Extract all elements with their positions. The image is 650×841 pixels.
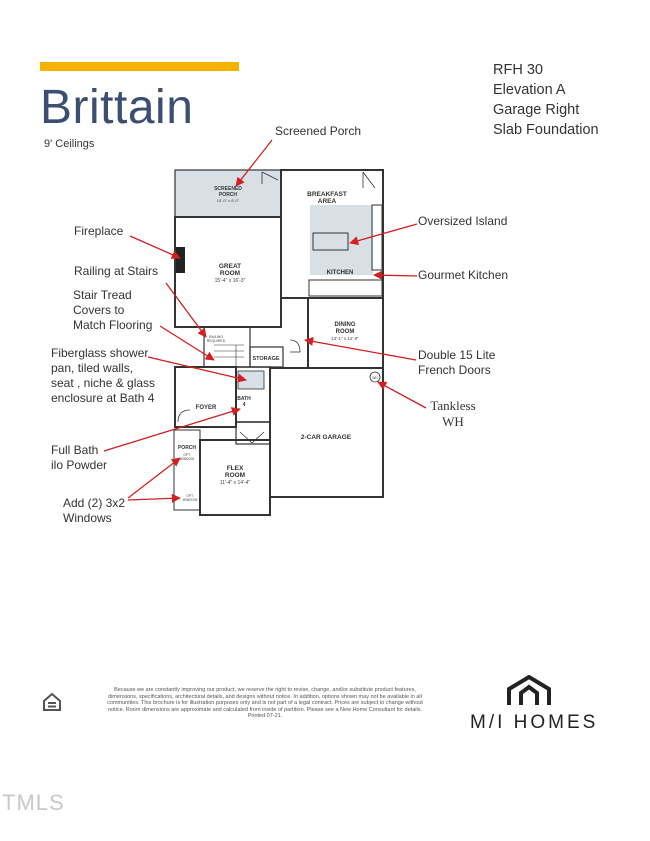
callout-kitchen: Gourmet Kitchen: [418, 268, 509, 282]
label-opt-window-1: OPT.: [183, 453, 190, 457]
arrow-fireplace: [129, 235, 181, 259]
label-screened-porch-2: PORCH: [219, 192, 237, 198]
equal-housing-icon: [43, 692, 61, 711]
callout-shower-line1: Fiberglass shower: [51, 346, 149, 360]
spec-foundation: Slab Foundation: [493, 122, 599, 138]
label-garage: 2-CAR GARAGE: [301, 434, 352, 441]
legal-disclaimer: Because we are constantly improving our …: [107, 687, 423, 720]
callout-full-bath-line2: ilo Powder: [51, 458, 108, 472]
callout-french-doors: Double 15 Lite French Doors: [418, 348, 495, 378]
callout-shower-line2: pan, tiled walls,: [51, 361, 134, 375]
label-breakfast: BREAKFAST: [307, 191, 347, 198]
label-flex-room-2: ROOM: [225, 472, 245, 479]
label-wh: WH: [372, 376, 378, 380]
callout-railing: Railing at Stairs: [74, 264, 159, 278]
callout-windows: Add (2) 3x2 Windows: [63, 496, 125, 526]
callout-water-heater-line2: WH: [442, 414, 464, 429]
callout-full-bath-line1: Full Bath: [51, 443, 99, 457]
arrow-window-1: [127, 457, 181, 499]
label-great-room-2: ROOM: [220, 270, 240, 277]
mls-watermark: TMLS: [2, 790, 65, 815]
callout-shower-line3: seat , niche & glass: [51, 376, 156, 390]
kitchen-counter: [308, 279, 383, 297]
label-dining: DINING: [335, 322, 356, 328]
label-screened-porch: SCREENED: [214, 186, 242, 192]
shower-area: [237, 370, 265, 390]
label-bath4: BATH: [237, 396, 251, 402]
kitchen-island: [312, 232, 349, 251]
fireplace-box: [176, 247, 185, 273]
arrow-window-2: [127, 493, 181, 503]
label-flex-room: FLEX: [227, 465, 244, 472]
callout-shower-line4: enclosure at Bath 4: [51, 391, 155, 405]
house-logo-icon: [507, 675, 551, 705]
arrow-screened-porch: [235, 139, 273, 187]
arrow-full-bath: [103, 407, 241, 452]
callout-windows-line2: Windows: [63, 511, 112, 525]
callout-stair-tread: Stair Tread Covers to Match Flooring: [73, 288, 152, 333]
callout-french-doors-line2: French Doors: [418, 363, 491, 377]
stair-area: [203, 326, 251, 368]
label-breakfast-2: AREA: [318, 198, 337, 205]
label-dining-2: ROOM: [336, 329, 355, 335]
arrow-water-heater: [377, 381, 427, 409]
arrow-kitchen: [373, 270, 418, 280]
garage-area: [269, 367, 384, 498]
spec-garage: Garage Right: [493, 102, 580, 118]
plan-title: Brittain: [40, 81, 194, 134]
callout-windows-line1: Add (2) 3x2: [63, 496, 126, 510]
kitchen-floor: [310, 205, 373, 275]
callout-fireplace: Fireplace: [74, 224, 124, 238]
label-opt-window-2: OPT.: [186, 494, 193, 498]
label-railing-required-2: REQUIRED: [207, 339, 226, 343]
callout-island: Oversized Island: [418, 214, 508, 228]
callout-shower: Fiberglass shower pan, tiled walls, seat…: [51, 346, 155, 406]
callout-screened-porch: Screened Porch: [275, 124, 362, 138]
water-heater-mark: [369, 371, 381, 383]
callout-full-bath: Full Bath ilo Powder: [51, 443, 107, 473]
dim-great-room: 15'-4" x 16'-3": [215, 278, 246, 284]
callout-stair-tread-line2: Covers to: [73, 303, 125, 317]
kitchen-side-counter: [371, 204, 383, 271]
arrow-shower: [147, 356, 247, 383]
callout-arrows: [103, 139, 427, 503]
arrow-french-doors: [304, 336, 417, 361]
callout-french-doors-line1: Double 15 Lite: [418, 348, 496, 362]
screened-porch-area: [174, 169, 282, 218]
callout-stair-tread-line1: Stair Tread: [73, 288, 132, 302]
label-foyer: FOYER: [196, 405, 217, 411]
label-great-room: GREAT: [219, 263, 241, 270]
callout-stair-tread-line3: Match Flooring: [73, 318, 153, 332]
spec-plan-code: RFH 30: [493, 62, 543, 78]
label-porch: PORCH: [178, 445, 196, 451]
dim-flex-room: 11'-4" x 14'-4": [220, 480, 251, 486]
label-kitchen: KITCHEN: [327, 270, 354, 276]
callout-water-heater-line1: Tankless: [430, 398, 476, 413]
brand-name: M/I HOMES: [470, 712, 599, 733]
label-storage: STORAGE: [252, 356, 279, 362]
arrow-island: [349, 223, 418, 246]
arrow-stair-tread: [159, 325, 215, 361]
label-bath4-2: 4: [243, 402, 246, 408]
ceiling-note: 9' Ceilings: [44, 138, 95, 150]
accent-bar: [40, 62, 239, 71]
spec-elevation: Elevation A: [493, 82, 566, 98]
arrow-railing: [165, 282, 207, 338]
label-opt-window-1b: WINDOW: [180, 457, 195, 461]
label-opt-window-2b: WINDOW: [183, 498, 198, 502]
dim-dining: 13'-1" x 12'-0": [331, 336, 359, 341]
label-railing-required: RAILING: [209, 335, 223, 339]
dim-screened-porch: 15'-0" x 8'-0": [217, 198, 240, 203]
callout-water-heater: Tankless WH: [430, 398, 476, 430]
